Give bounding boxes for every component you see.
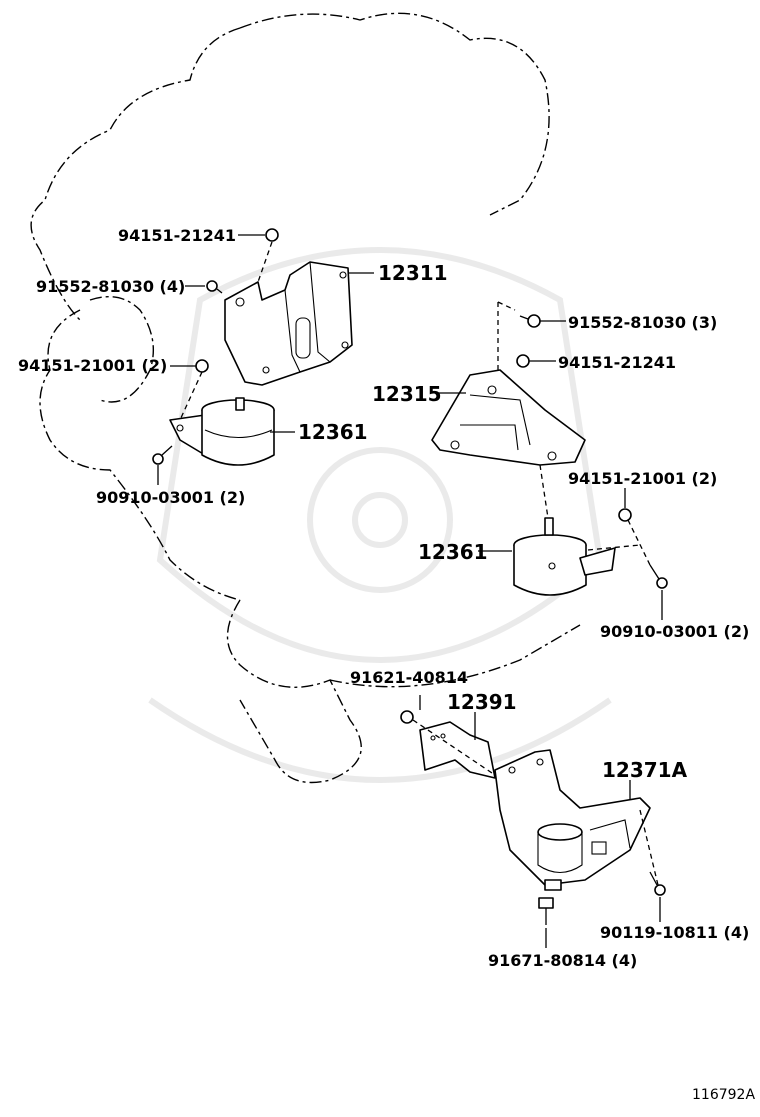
part-label-94151-21241-left: 94151-21241 [118,226,236,245]
part-label-90119-10811: 90119-10811 (4) [600,923,749,942]
stopper-plate-12391 [419,721,496,779]
watermark-emblem [148,247,612,783]
engine-mount-bracket-12315 [431,369,586,466]
part-label-91671-80814: 91671-80814 (4) [488,951,637,970]
nut-94151-21001-left [195,359,209,373]
part-label-12391: 12391 [447,690,517,714]
part-label-94151-21001-left: 94151-21001 (2) [18,356,167,375]
part-label-12361-left: 12361 [298,420,368,444]
nut-94151-21241-left [265,228,279,242]
bolt-90910-03001-right [649,564,668,589]
part-label-91552-81030-left: 91552-81030 (4) [36,277,185,296]
bolt-91621-40814 [400,710,414,724]
part-label-90910-03001-right: 90910-03001 (2) [600,622,749,641]
engine-outline [30,12,581,784]
bolt-91552-81030-right [519,314,541,328]
part-label-12315: 12315 [372,382,442,406]
nut-94151-21241-right [516,354,530,368]
part-label-91552-81030-right: 91552-81030 (3) [568,313,717,332]
part-label-12311: 12311 [378,261,448,285]
engine-mount-insulator-12371A [494,749,651,891]
engine-mount-bracket-12311 [224,261,353,386]
bolt-90910-03001-left [152,445,173,465]
figure-id: 116792A [692,1087,755,1103]
part-label-91621-40814: 91621-40814 [350,668,468,687]
part-label-90910-03001-left: 90910-03001 (2) [96,488,245,507]
bolt-90119-10811 [649,871,666,896]
part-label-94151-21001-right: 94151-21001 (2) [568,469,717,488]
bolt-91671-80814 [538,897,554,925]
part-label-12361-right: 12361 [418,540,488,564]
part-label-94151-21241-right: 94151-21241 [558,353,676,372]
nut-94151-21001-right [618,508,632,522]
part-label-12371A: 12371A [602,758,688,782]
bolt-91552-81030-left [206,280,223,294]
engine-mount-insulator-12361-left [169,397,275,466]
engine-mount-insulator-12361-right [513,517,616,596]
